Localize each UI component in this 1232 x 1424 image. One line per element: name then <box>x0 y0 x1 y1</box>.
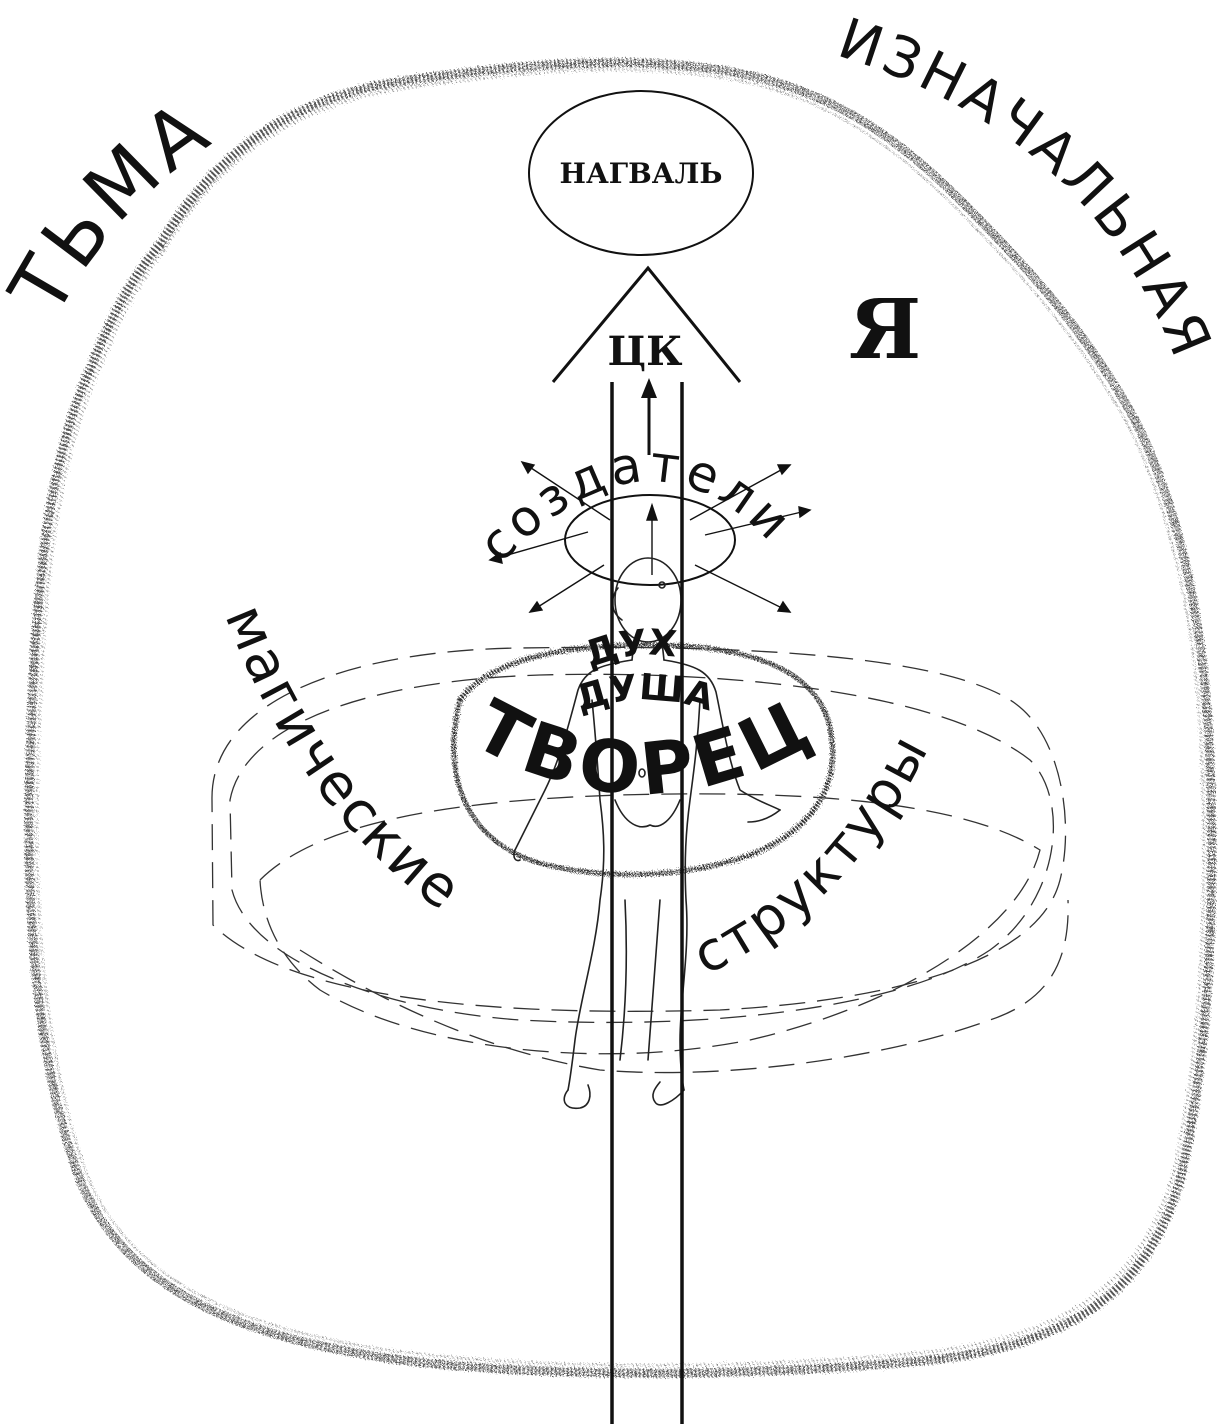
label-ck: ЦК <box>607 328 682 375</box>
label-tma: ТЬМА <box>0 82 229 330</box>
label-magicheskie: магические <box>212 596 475 925</box>
outer-boundary-inner-grain <box>35 68 1206 1367</box>
aura-ellipse <box>564 494 736 586</box>
roof-triangle <box>551 265 742 383</box>
label-ya: Я <box>849 282 921 378</box>
nagual-ellipse <box>528 90 754 256</box>
radiating-arrows <box>488 460 812 613</box>
label-dusha: ДУША <box>571 667 718 720</box>
human-figure <box>513 557 781 1110</box>
label-nagual: НАГВАЛЬ <box>560 157 723 190</box>
creator-oval <box>451 642 836 877</box>
ck-arrow-head <box>641 378 657 398</box>
magic-structures <box>211 646 1069 1074</box>
label-sozdateli: создатели <box>468 434 805 573</box>
outer-boundary <box>24 58 1217 1378</box>
label-dukh: ДУХ <box>580 622 679 675</box>
